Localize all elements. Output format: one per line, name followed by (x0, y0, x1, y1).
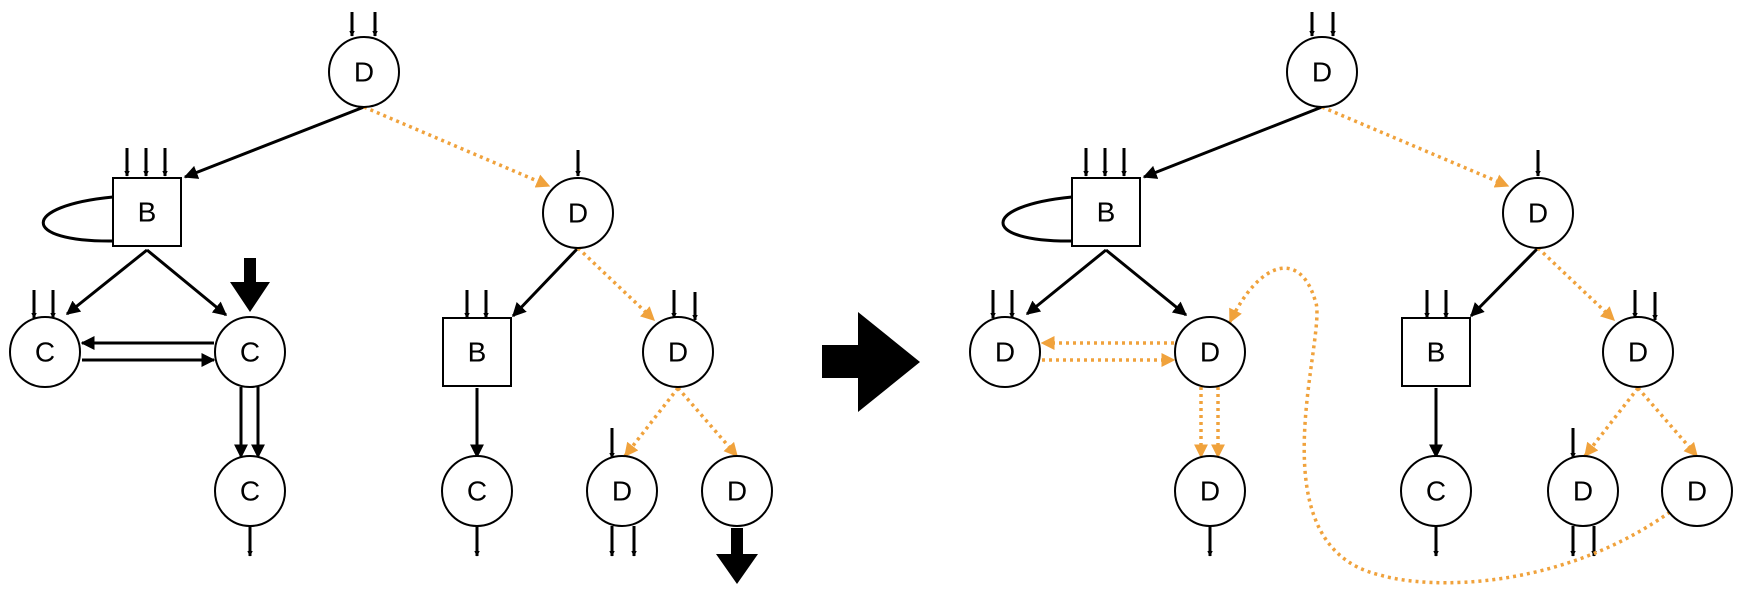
node-label: B (1427, 337, 1446, 368)
graph-node: B (442, 317, 512, 387)
left-edges (31, 12, 698, 557)
node-label: D (1573, 476, 1593, 507)
left-highlighted-edges (363, 105, 739, 458)
right-arrow-icon (822, 312, 920, 412)
graph-node: B (112, 177, 182, 247)
edge (1142, 105, 1323, 179)
edge (146, 248, 228, 317)
edge (511, 246, 580, 318)
node-label: D (1200, 476, 1220, 507)
graph-node: D (701, 455, 773, 527)
node-label: D (995, 337, 1015, 368)
node-label: C (240, 337, 260, 368)
left-nodes: D B D C C B D (9, 36, 773, 527)
graph-node: C (1400, 455, 1472, 527)
right-graph: D B D D D B D (969, 12, 1733, 585)
node-label: C (1426, 476, 1446, 507)
highlighted-edge (1536, 246, 1616, 322)
graph-node: C (9, 316, 81, 388)
highlighted-edge (1583, 386, 1640, 458)
graph-node: B (1071, 177, 1141, 247)
edge (183, 105, 365, 179)
right-edges (990, 12, 1658, 557)
graph-node: D (1174, 455, 1246, 527)
highlighted-edge (623, 386, 680, 458)
left-graph: D B D C C B D (9, 12, 773, 584)
node-label: D (1528, 198, 1548, 229)
node-label: D (354, 57, 374, 88)
large-output-arrow-icon (716, 528, 758, 584)
node-label: D (612, 476, 632, 507)
graph-node: D (642, 316, 714, 388)
self-loop-edge (42, 195, 114, 243)
highlighted-edge (1228, 266, 1672, 585)
node-label: D (727, 476, 747, 507)
graph-node: C (214, 455, 286, 527)
self-loop-edge (1001, 195, 1073, 243)
node-label: B (1097, 197, 1116, 228)
node-label: C (467, 476, 487, 507)
graph-node: D (1547, 455, 1619, 527)
node-label: C (240, 476, 260, 507)
node-label: B (468, 337, 487, 368)
right-nodes: D B D D D B D (969, 36, 1733, 527)
graph-node: D (1286, 36, 1358, 108)
highlighted-edge (1321, 105, 1510, 188)
node-label: D (1628, 337, 1648, 368)
node-label: B (138, 197, 157, 228)
graph-node: C (214, 316, 286, 388)
graph-node: D (1661, 455, 1733, 527)
edge (1469, 246, 1540, 318)
graph-node: D (328, 36, 400, 108)
right-highlighted-edges (1040, 105, 1699, 585)
node-label: D (568, 198, 588, 229)
node-label: D (1200, 337, 1220, 368)
edge (1105, 248, 1188, 317)
graph-node: D (542, 177, 614, 249)
graph-node: D (1602, 316, 1674, 388)
edge (65, 248, 148, 316)
node-label: C (35, 337, 55, 368)
node-label: D (1312, 57, 1332, 88)
graph-node: D (1502, 177, 1574, 249)
node-label: D (1687, 476, 1707, 507)
highlighted-edge (576, 246, 656, 322)
highlighted-edge (1636, 386, 1699, 458)
graph-node: D (1174, 316, 1246, 388)
graph-node: D (969, 316, 1041, 388)
large-input-arrow-icon (230, 258, 270, 312)
edge (1025, 248, 1107, 316)
graph-node: D (586, 455, 658, 527)
node-label: D (668, 337, 688, 368)
graph-node: C (441, 455, 513, 527)
highlighted-edge (363, 105, 551, 188)
highlighted-edge (676, 386, 739, 458)
graph-node: B (1401, 317, 1471, 387)
